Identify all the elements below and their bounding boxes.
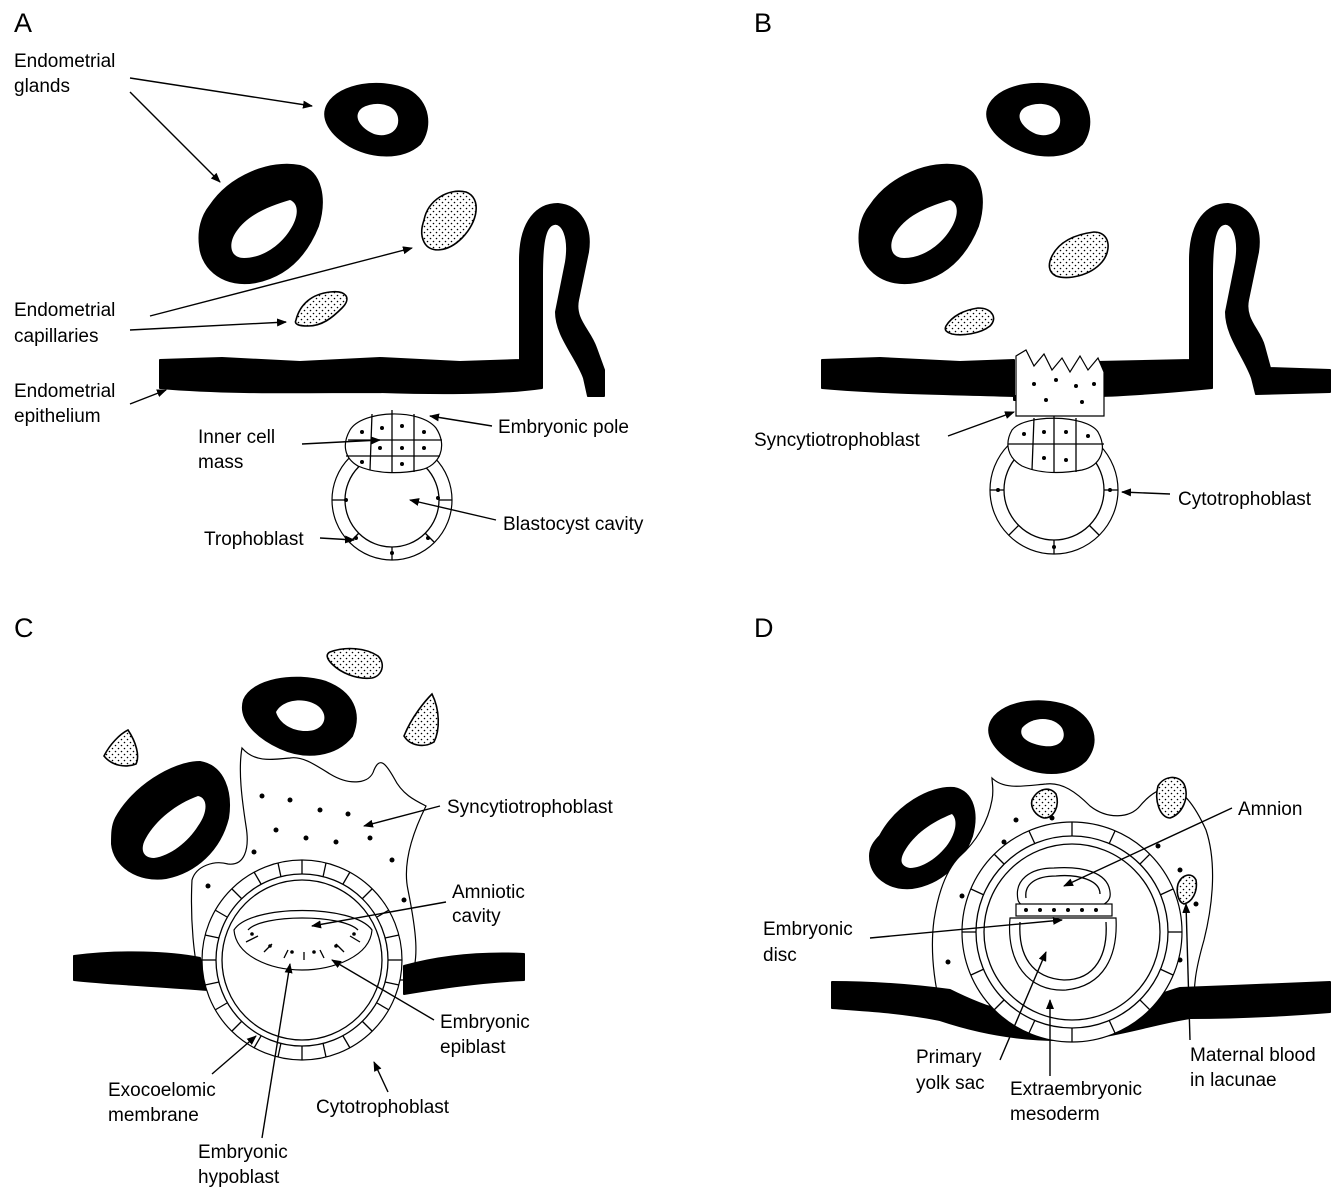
label-exocoelomic-membrane-1: Exocoelomic — [108, 1080, 216, 1101]
label-blastocyst-cavity: Blastocyst cavity — [503, 514, 644, 535]
gland-c-left — [112, 762, 229, 879]
label-inner-cell-mass-2: mass — [198, 452, 243, 473]
label-glands-1: Endometrial — [14, 51, 115, 72]
panel-d: D — [754, 613, 1330, 1125]
label-embryonic-epiblast-2: epiblast — [440, 1037, 506, 1058]
panel-c: C — [14, 613, 614, 1188]
panel-b-letter: B — [754, 8, 772, 38]
endometrial-capillary-upper — [422, 191, 476, 250]
blastocyst-a — [332, 410, 452, 560]
endometrial-gland-large-b — [859, 165, 981, 283]
label-inner-cell-mass-1: Inner cell — [198, 427, 275, 448]
label-capillaries-2: capillaries — [14, 326, 98, 347]
panel-a-letter: A — [14, 8, 32, 38]
label-primary-yolk-sac-2: yolk sac — [916, 1073, 985, 1094]
label-embryonic-hypoblast-1: Embryonic — [198, 1142, 288, 1163]
label-cytotrophoblast-b: Cytotrophoblast — [1178, 489, 1312, 510]
label-embryonic-disc-2: disc — [763, 945, 797, 966]
endometrial-gland-small-b — [987, 84, 1089, 156]
endometrial-gland-large — [199, 165, 321, 283]
gland-c-top — [243, 678, 356, 755]
label-amniotic-cavity-1: Amniotic — [452, 882, 525, 903]
label-embryonic-hypoblast-2: hypoblast — [198, 1167, 280, 1188]
label-syncytiotrophoblast-c: Syncytiotrophoblast — [447, 797, 614, 818]
label-extraembryonic-mesoderm-2: mesoderm — [1010, 1104, 1100, 1125]
label-exocoelomic-membrane-2: membrane — [108, 1105, 199, 1126]
label-cytotrophoblast-c: Cytotrophoblast — [316, 1097, 450, 1118]
label-amnion: Amnion — [1238, 799, 1302, 820]
capillary-c-top — [327, 649, 382, 679]
label-embryonic-epiblast-1: Embryonic — [440, 1012, 530, 1033]
endometrial-gland-small — [325, 84, 427, 156]
label-amniotic-cavity-2: cavity — [452, 906, 501, 927]
syncytiotrophoblast-b — [1016, 350, 1104, 416]
panel-a: A — [14, 8, 644, 560]
label-maternal-blood-2: in lacunae — [1190, 1070, 1277, 1091]
label-syncytiotrophoblast-b: Syncytiotrophoblast — [754, 430, 921, 451]
label-capillaries-1: Endometrial — [14, 300, 115, 321]
label-maternal-blood-1: Maternal blood — [1190, 1045, 1316, 1066]
label-embryonic-pole: Embryonic pole — [498, 417, 629, 438]
crypt-lumen-b — [1218, 234, 1230, 294]
capillary-c-left — [104, 730, 138, 766]
capillary-c-right — [404, 694, 438, 745]
panel-b: B — [754, 8, 1330, 554]
label-epithelium-1: Endometrial — [14, 381, 115, 402]
endometrial-capillary-lower — [296, 292, 347, 326]
label-primary-yolk-sac-1: Primary — [916, 1047, 982, 1068]
panel-c-letter: C — [14, 613, 34, 643]
label-embryonic-disc-1: Embryonic — [763, 919, 853, 940]
endometrial-capillary-b-lower — [945, 308, 993, 335]
endometrial-capillary-b-upper — [1049, 232, 1108, 277]
blastocyst-b — [990, 416, 1118, 554]
gland-d-top — [989, 701, 1093, 773]
endometrial-epithelium-c — [74, 952, 208, 990]
label-epithelium-2: epithelium — [14, 406, 101, 427]
label-trophoblast: Trophoblast — [204, 529, 304, 550]
endometrial-epithelium-c-right — [404, 954, 524, 995]
label-glands-2: glands — [14, 76, 70, 97]
crypt-lumen — [548, 234, 560, 294]
embryo-sac-d — [962, 822, 1182, 1042]
panel-d-letter: D — [754, 613, 774, 643]
label-extraembryonic-mesoderm-1: Extraembryonic — [1010, 1079, 1142, 1100]
embryo-sac-c — [202, 860, 402, 1060]
